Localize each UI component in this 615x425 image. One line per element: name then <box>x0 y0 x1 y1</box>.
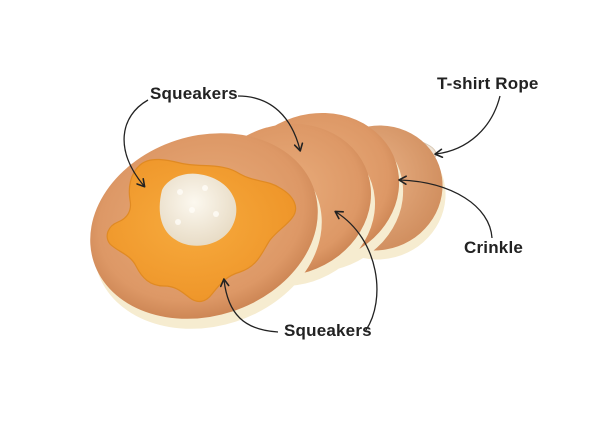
arrow-tshirt-rope <box>434 95 501 159</box>
callout-squeakers-bottom: Squeakers <box>284 321 372 340</box>
arrow-squeakers-top-left <box>123 99 149 188</box>
arrow-crinkle <box>398 175 493 239</box>
arrow-squeakers-top-right <box>237 95 304 152</box>
callout-crinkle: Crinkle <box>464 238 524 257</box>
arrow-squeakers-bottom-right <box>334 210 378 331</box>
callout-squeakers-top: Squeakers <box>150 84 238 103</box>
callout-tshirt-rope: T-shirt Rope <box>437 74 539 93</box>
butter-pat <box>159 173 237 246</box>
arrow-squeakers-bottom-left <box>219 278 279 333</box>
